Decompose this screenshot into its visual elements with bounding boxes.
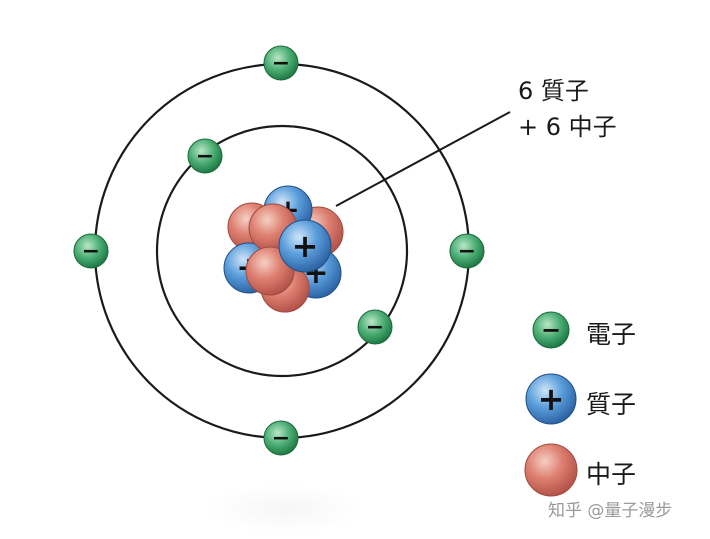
legend-electron-symbol: − (532, 311, 570, 349)
electron: − (187, 138, 223, 174)
legend-label-neutron: 中子 (586, 460, 637, 489)
electron-sign: − (272, 51, 290, 76)
electron: − (263, 420, 299, 456)
nucleus-label-neutrons: + 6 中子 (518, 113, 617, 141)
electron-sign: − (196, 144, 214, 169)
bottom-glow (205, 485, 365, 533)
inner-orbit (155, 124, 409, 378)
electron: − (357, 309, 393, 345)
electron: − (73, 233, 109, 269)
electron-sign: − (272, 426, 290, 451)
legend-label-electron: 電子 (586, 320, 637, 349)
proton-sign: + (292, 227, 319, 265)
nucleus: + + + + (223, 185, 344, 313)
electron-sign: − (82, 239, 100, 264)
watermark: 知乎 @量子漫步 (548, 501, 673, 521)
electron: − (263, 45, 299, 81)
legend-label-proton: 質子 (586, 390, 637, 419)
electron-sign: − (541, 316, 561, 344)
proton: + (278, 219, 332, 273)
nucleus-pointer-line (335, 111, 511, 207)
electron: − (449, 233, 485, 269)
electron-sign: − (366, 315, 384, 340)
legend-proton-symbol: + (525, 373, 577, 425)
legend-neutron-symbol (524, 443, 578, 497)
nucleus-label-protons: 6 質子 (518, 77, 589, 105)
electron-sign: − (458, 239, 476, 264)
proton-sign: + (538, 380, 565, 418)
